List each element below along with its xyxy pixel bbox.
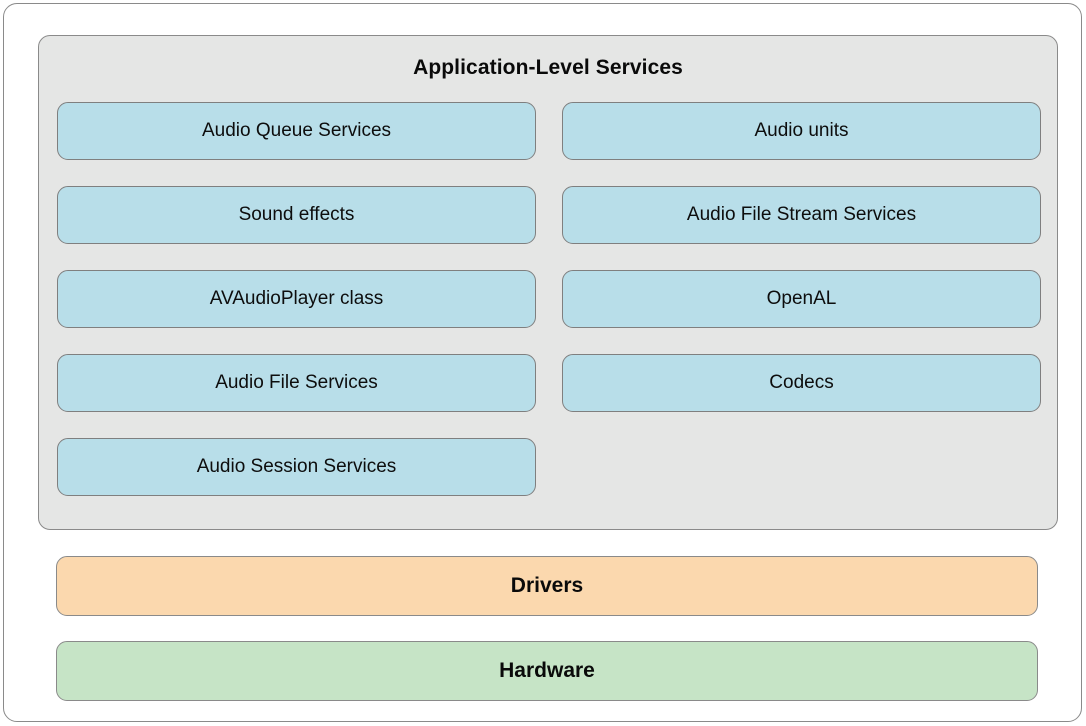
service-box-audio-queue-services[interactable]: Audio Queue Services bbox=[57, 102, 536, 160]
services-grid: Audio Queue Services Audio units Sound e… bbox=[57, 102, 1041, 522]
service-box-audio-file-stream-services[interactable]: Audio File Stream Services bbox=[562, 186, 1041, 244]
services-row: Audio Queue Services Audio units bbox=[57, 102, 1041, 160]
layer-bar-hardware[interactable]: Hardware bbox=[56, 641, 1038, 701]
layer-bar-drivers[interactable]: Drivers bbox=[56, 556, 1038, 616]
services-row: Audio Session Services bbox=[57, 438, 1041, 496]
services-row: Sound effects Audio File Stream Services bbox=[57, 186, 1041, 244]
panel-title: Application-Level Services bbox=[413, 56, 683, 79]
service-box-openal[interactable]: OpenAL bbox=[562, 270, 1041, 328]
application-level-services-panel: Application-Level Services Audio Queue S… bbox=[38, 35, 1058, 530]
services-row: Audio File Services Codecs bbox=[57, 354, 1041, 412]
service-box-codecs[interactable]: Codecs bbox=[562, 354, 1041, 412]
service-box-audio-units[interactable]: Audio units bbox=[562, 102, 1041, 160]
service-box-avaudioplayer-class[interactable]: AVAudioPlayer class bbox=[57, 270, 536, 328]
service-box-audio-file-services[interactable]: Audio File Services bbox=[57, 354, 536, 412]
service-box-audio-session-services[interactable]: Audio Session Services bbox=[57, 438, 536, 496]
diagram-outer-frame: Application-Level Services Audio Queue S… bbox=[3, 3, 1082, 722]
services-row: AVAudioPlayer class OpenAL bbox=[57, 270, 1041, 328]
service-box-sound-effects[interactable]: Sound effects bbox=[57, 186, 536, 244]
